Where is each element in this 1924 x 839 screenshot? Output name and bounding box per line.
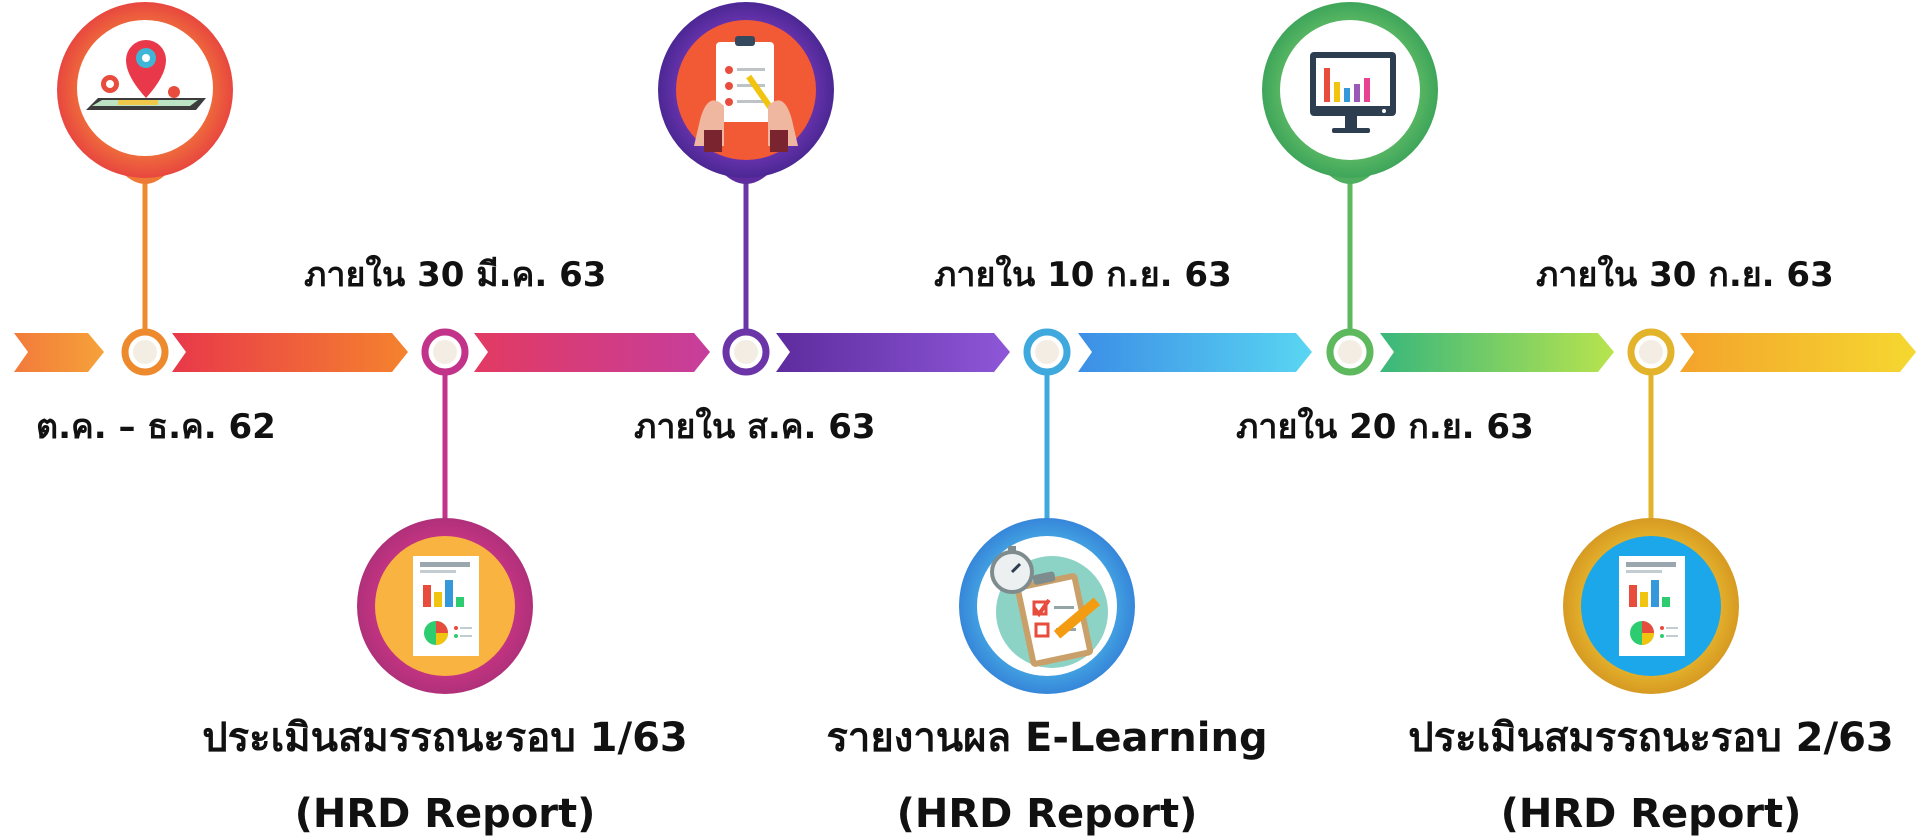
clipboard-checklist-icon [694,36,798,152]
arrow-segment-5 [1078,333,1312,372]
milestone-6-date: ภายใน 30 ก.ย. 63 [1536,255,1834,295]
milestone-4-title: รายงานผล E-Learning [826,715,1268,761]
milestone-4-date: ภายใน 10 ก.ย. 63 [934,255,1232,295]
timeline-arrow-band [14,333,1916,372]
milestone-6-subtitle: (HRD Report) [1500,791,1802,837]
milestone-2-date: ภายใน 30 มี.ค. 63 [304,255,607,295]
milestone-4-subtitle: (HRD Report) [896,791,1198,837]
milestone-3-date: ภายใน ส.ค. 63 [634,407,876,447]
milestone-3 [658,2,834,376]
arrow-segment-6 [1380,333,1614,372]
milestone-1 [57,2,233,376]
map-tablet-icon [86,40,206,110]
arrow-segment-4 [776,333,1010,372]
milestone-6 [1563,328,1739,694]
milestone-4 [959,328,1135,694]
report-chart-icon [413,556,479,656]
milestone-6-title: ประเมินสมรรถนะรอบ 2/63 [1408,715,1894,761]
milestone-2-title: ประเมินสมรรถนะรอบ 1/63 [202,715,688,761]
arrow-segment-7 [1680,333,1916,372]
report-chart-icon [1619,556,1685,656]
arrow-segment-3 [474,333,710,372]
arrow-segment-2 [172,333,408,372]
milestone-5-date: ภายใน 20 ก.ย. 63 [1236,407,1534,447]
milestone-1-date: ต.ค. – ธ.ค. 62 [36,407,276,447]
arrow-segment-1 [14,333,104,372]
milestone-2-subtitle: (HRD Report) [294,791,596,837]
clipboard-stopwatch-icon [990,546,1108,668]
monitor-chart-icon [1310,52,1396,133]
milestone-5 [1262,2,1438,376]
milestone-2 [357,328,533,694]
